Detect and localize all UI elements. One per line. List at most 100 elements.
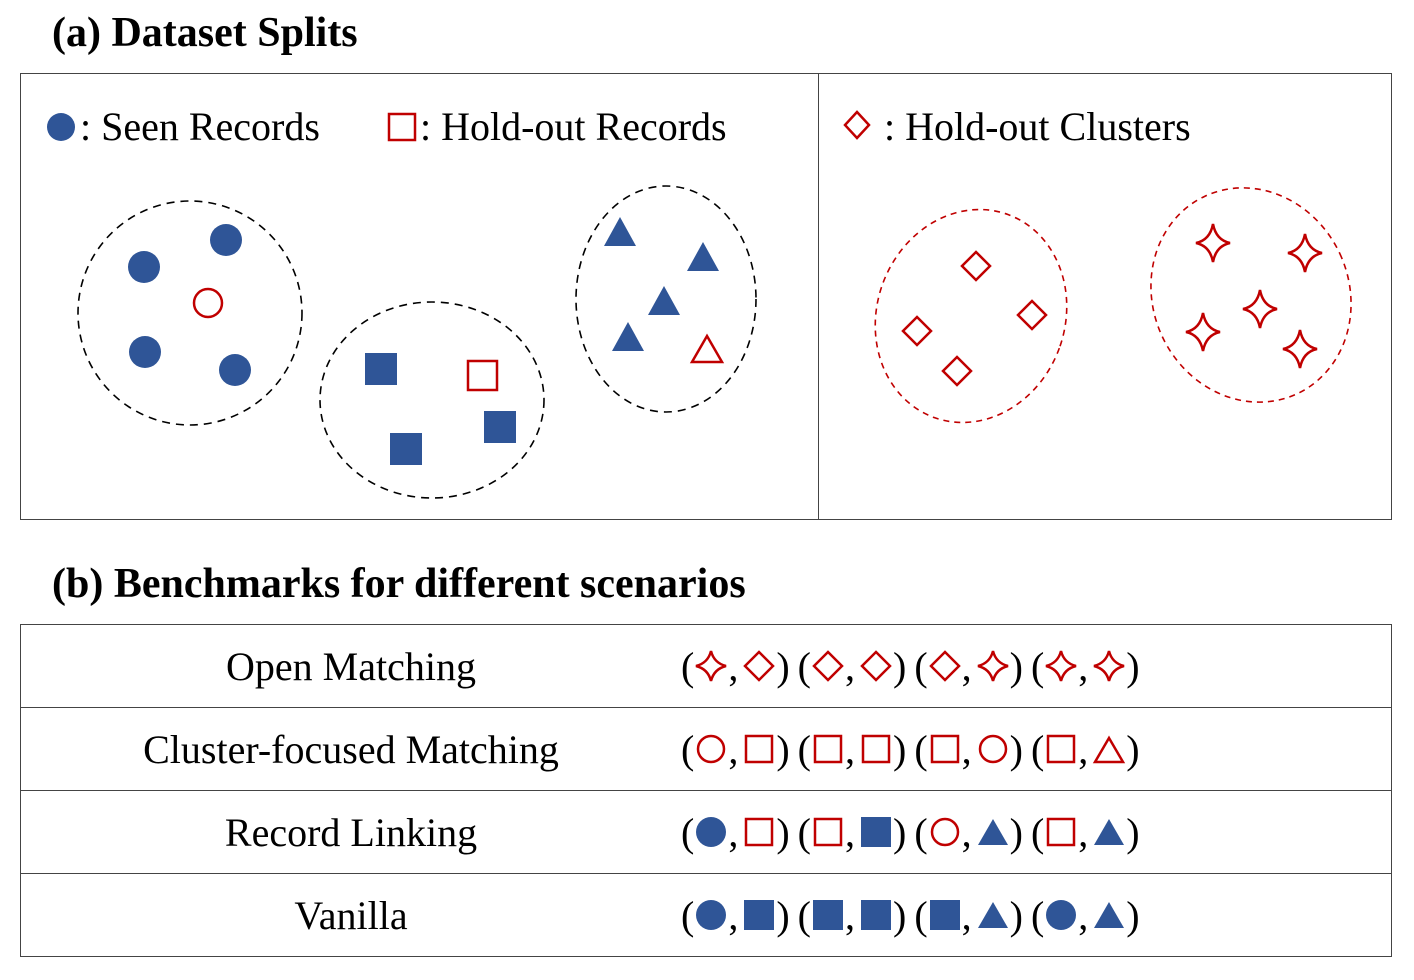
record-pair: (,) <box>1031 809 1140 856</box>
close-paren: ) <box>776 726 790 772</box>
pair-comma: , <box>961 809 972 855</box>
filled-square-icon <box>860 900 891 930</box>
pair-comma: , <box>728 726 739 772</box>
benchmark-name: Vanilla <box>20 873 681 957</box>
filled-square-shape <box>929 900 960 930</box>
open-diamond-shape <box>860 650 892 682</box>
open-diamond-shape <box>743 650 776 682</box>
filled-square-icon <box>744 900 775 930</box>
record-pair: (,) <box>681 726 790 773</box>
open-circle-shape <box>697 734 726 764</box>
holdout-diamond-record <box>901 315 933 347</box>
seen-circle-record <box>128 251 160 283</box>
cluster-boundary <box>575 185 757 413</box>
open-square-shape <box>930 734 959 764</box>
record-pair: (,) <box>1031 892 1140 939</box>
open-star-icon <box>1045 650 1077 682</box>
open-star-icon <box>695 650 727 682</box>
benchmark-pairs: (,)(,)(,)(,) <box>681 624 1392 708</box>
close-paren: ) <box>892 643 907 689</box>
open-square-icon <box>861 734 891 764</box>
open-square-shape <box>813 734 843 764</box>
open-paren: ( <box>681 809 695 855</box>
open-square-icon <box>745 734 774 764</box>
filled-square-shape <box>860 900 891 930</box>
open-paren: ( <box>914 809 928 855</box>
open-diamond-shape <box>812 650 844 682</box>
filled-triangle-shape <box>1094 902 1125 928</box>
open-star-icon <box>977 650 1008 682</box>
open-square-icon <box>745 817 774 847</box>
filled-triangle-shape <box>977 819 1008 845</box>
pair-comma: , <box>961 892 972 938</box>
close-paren: ) <box>1009 726 1023 772</box>
open-paren: ( <box>914 726 928 772</box>
open-square-shape <box>1047 734 1076 764</box>
filled-square-shape <box>860 817 891 847</box>
open-diamond-shape <box>928 650 961 682</box>
filled-triangle-shape <box>1094 819 1125 845</box>
close-paren: ) <box>1009 892 1023 938</box>
seen-triangle-record <box>648 286 680 315</box>
holdout-star-record <box>1195 223 1231 263</box>
close-paren: ) <box>1126 892 1140 938</box>
pair-comma: , <box>1078 892 1089 938</box>
open-paren: ( <box>1030 809 1045 855</box>
seen-square-record <box>365 353 397 385</box>
dataset-splits-diagram: : Seen Records : Hold-out Records : Hold… <box>20 73 1392 520</box>
splits-frame <box>20 73 1392 520</box>
benchmarks-table: Open Matching(,)(,)(,)(,)Cluster-focused… <box>20 624 1392 957</box>
cluster-boundary <box>77 200 303 426</box>
benchmark-row: Record Linking(,)(,)(,)(,) <box>20 790 1392 874</box>
open-paren: ( <box>797 726 811 772</box>
benchmark-name: Record Linking <box>20 790 681 874</box>
benchmark-pairs: (,)(,)(,)(,) <box>681 873 1392 957</box>
seen-square-record <box>390 433 422 465</box>
record-pair: (,) <box>1031 726 1140 773</box>
filled-circle-icon <box>696 817 727 847</box>
legend-holdout-records-label: : Hold-out Records <box>420 104 727 149</box>
close-paren: ) <box>892 809 907 855</box>
record-pair: (,) <box>798 726 907 773</box>
pair-comma: , <box>728 892 739 938</box>
cluster-stars <box>1150 187 1352 403</box>
close-paren: ) <box>892 726 907 772</box>
open-square-shape <box>745 817 774 847</box>
record-pair: (,) <box>681 643 790 690</box>
section-title-dataset-splits: (a) Dataset Splits <box>52 10 358 56</box>
open-paren: ( <box>914 643 928 689</box>
close-paren: ) <box>776 809 790 855</box>
holdout-triangle-record <box>689 333 725 364</box>
filled-circle-shape <box>696 900 727 930</box>
seen-triangle-record <box>604 217 636 246</box>
open-paren: ( <box>914 892 928 938</box>
legend-seen: : Seen Records <box>47 104 320 149</box>
open-triangle-icon <box>1093 735 1126 764</box>
seen-triangle-record <box>687 242 719 271</box>
cluster-diamonds <box>874 208 1068 424</box>
record-pair: (,) <box>798 643 907 690</box>
pair-comma: , <box>844 809 855 855</box>
seen-square-record <box>484 411 516 443</box>
holdout-star-record <box>1185 312 1221 352</box>
filled-triangle-icon <box>977 902 1008 928</box>
benchmark-pairs: (,)(,)(,)(,) <box>681 707 1392 791</box>
seen-circle-record <box>210 224 242 256</box>
open-circle-shape <box>930 817 959 847</box>
open-paren: ( <box>681 643 695 689</box>
open-diamond-icon <box>860 650 892 682</box>
benchmark-row: Open Matching(,)(,)(,)(,) <box>20 624 1392 708</box>
open-circle-icon <box>930 817 959 847</box>
open-square-shape <box>1047 817 1076 847</box>
filled-circle-shape <box>1046 900 1077 930</box>
filled-square-shape <box>744 900 775 930</box>
filled-circle-shape <box>696 817 727 847</box>
open-square-shape <box>813 817 843 847</box>
filled-circle-icon <box>696 900 727 930</box>
filled-square-icon <box>812 900 843 930</box>
open-paren: ( <box>681 726 695 772</box>
benchmark-name: Cluster-focused Matching <box>20 707 681 791</box>
benchmark-pairs: (,)(,)(,)(,) <box>681 790 1392 874</box>
benchmark-row: Cluster-focused Matching(,)(,)(,)(,) <box>20 707 1392 791</box>
filled-triangle-icon <box>1094 819 1125 845</box>
